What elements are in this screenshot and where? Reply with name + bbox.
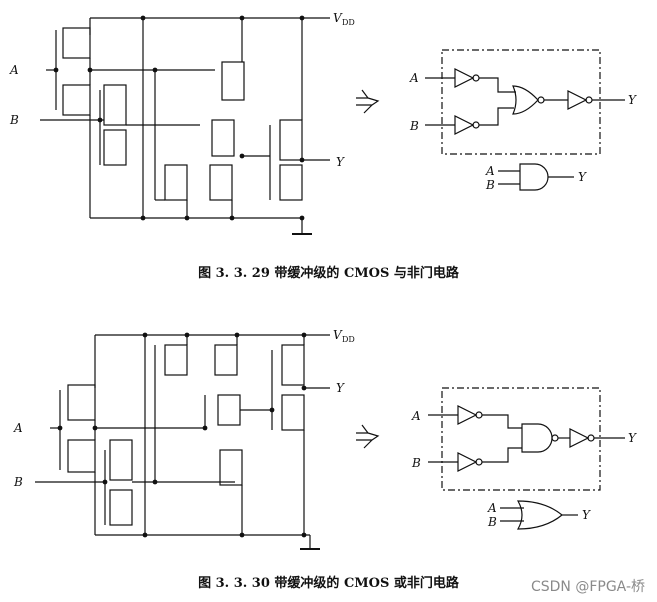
symbol-y-label-2: Y xyxy=(582,508,591,522)
nand-circuit-labels: V DD A B Y xyxy=(9,11,355,169)
or-gate-symbol: A B Y xyxy=(487,500,591,530)
vdd-label: V xyxy=(333,11,343,25)
figure-caption-1: 图 3. 3. 29 带缓冲级的 CMOS 与非门电路 xyxy=(198,266,459,281)
input-b-label: B xyxy=(9,113,19,127)
input-a-label-2: A xyxy=(13,421,23,435)
figure-caption-2: 图 3. 3. 30 带缓冲级的 CMOS 或非门电路 xyxy=(198,576,459,591)
nand-transistor-circuit xyxy=(40,15,330,235)
logic-a-label: A xyxy=(409,71,419,85)
nor-logic-diagram: A B Y xyxy=(411,387,637,491)
and-gate-symbol: A B Y xyxy=(485,163,587,192)
symbol-a-label: A xyxy=(485,164,495,178)
equivalence-arrow-2 xyxy=(356,424,380,449)
symbol-b-label-2: B xyxy=(487,515,497,529)
watermark: CSDN @FPGA-桥 xyxy=(530,579,645,595)
input-b-label-2: B xyxy=(13,475,23,489)
symbol-y-label: Y xyxy=(578,170,587,184)
vdd-subscript-2: DD xyxy=(342,335,355,344)
nand-logic-diagram: A B Y xyxy=(409,49,637,155)
vdd-subscript: DD xyxy=(342,18,355,27)
logic-b-label-2: B xyxy=(411,456,421,470)
symbol-a-label-2: A xyxy=(487,501,497,515)
output-y-label-2: Y xyxy=(336,381,345,395)
symbol-b-label: B xyxy=(485,178,495,192)
input-a-label: A xyxy=(9,63,19,77)
vdd-label-2: V xyxy=(333,328,343,342)
logic-y-label-2: Y xyxy=(628,431,637,445)
logic-b-label: B xyxy=(409,119,419,133)
nor-circuit-labels: V DD A B Y xyxy=(13,328,355,489)
logic-y-label: Y xyxy=(628,93,637,107)
nor-transistor-circuit xyxy=(35,332,330,550)
logic-a-label-2: A xyxy=(411,409,421,423)
equivalence-arrow xyxy=(356,89,380,114)
output-y-label: Y xyxy=(336,155,345,169)
